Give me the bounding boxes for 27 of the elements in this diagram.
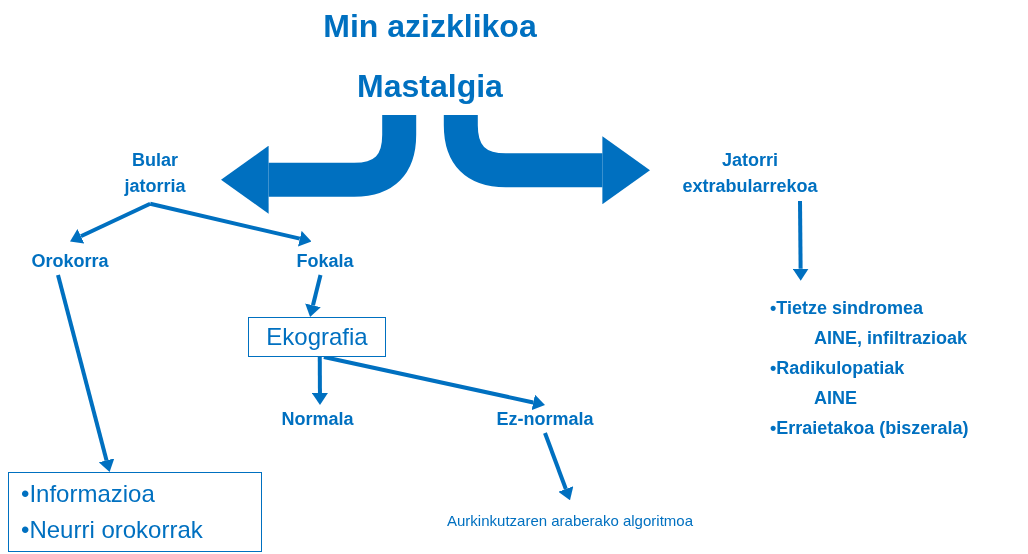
list-item: •Tietze sindromea	[770, 296, 925, 320]
arrow	[543, 432, 574, 501]
list-item: AINE	[813, 386, 858, 410]
arrow	[311, 357, 328, 405]
list-item: •Erraietakoa (biszerala)	[770, 416, 970, 440]
arrow	[305, 274, 323, 317]
process-box	[8, 472, 262, 552]
node-label: Fokala	[296, 249, 354, 273]
arrow	[323, 355, 545, 411]
arrow	[70, 202, 152, 244]
bullet-item: •Neurri orokorrak	[21, 515, 204, 545]
node-label: Aurkinkutzaren araberako algoritmoa	[447, 510, 693, 531]
title-text: Mastalgia	[357, 67, 503, 106]
arrow	[792, 200, 809, 281]
title-text: Min azizklikoa	[323, 7, 537, 46]
node-label: Normala	[281, 407, 354, 431]
node-label: Ez-normala	[496, 407, 594, 431]
node-label: Bular jatorria	[123, 149, 187, 198]
node-label: Jatorri extrabularrekoa	[682, 149, 818, 198]
list-item: AINE, infiltrazioak	[813, 326, 969, 350]
list-item: •Radikulopatiak	[770, 356, 906, 380]
node-label: Ekografia	[266, 322, 368, 352]
bullet-item: •Informazioa	[21, 479, 156, 509]
arrow	[56, 274, 115, 472]
process-box	[248, 317, 386, 357]
node-label: Orokorra	[31, 249, 109, 273]
arrow	[149, 201, 312, 247]
